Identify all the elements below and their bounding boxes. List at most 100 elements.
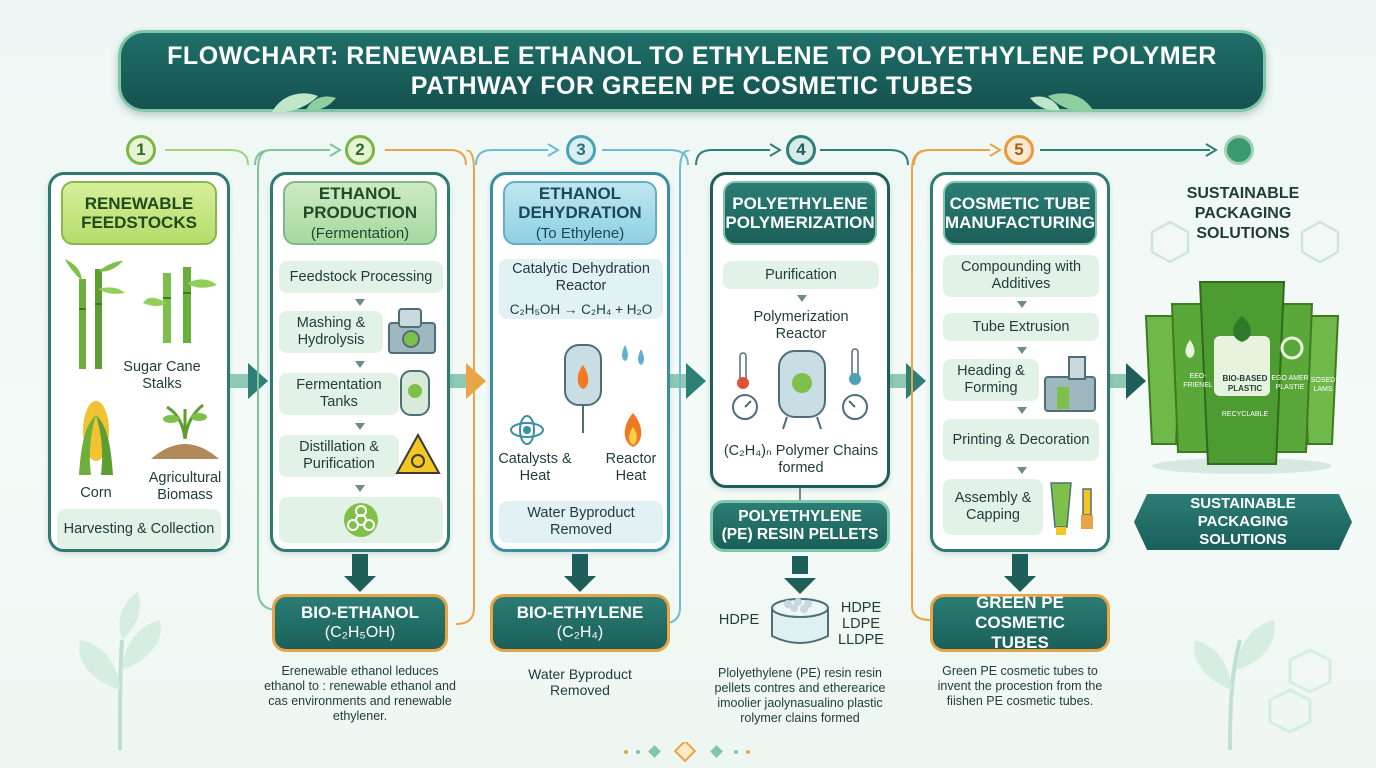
- bio-ethanol-caption: Erenewable ethanol leduces ethanol to : …: [264, 664, 456, 723]
- stage-1-title: RENEWABLE FEEDSTOCKS: [81, 194, 197, 232]
- biohazard-warning-icon: [395, 433, 441, 474]
- step-number-3: 3: [566, 135, 596, 165]
- bamboo-icon: [143, 267, 217, 343]
- tube-label-1: EEO-FRIENEL: [1183, 373, 1213, 389]
- flame-icon: [624, 413, 642, 447]
- step-number-1: 1: [126, 135, 156, 165]
- stage-2-subtitle: (Fermentation): [310, 224, 410, 242]
- step-number-5: 5: [1004, 135, 1034, 165]
- stage-3-title: ETHANOL DEHYDRATION: [518, 183, 642, 222]
- stage-2-step-2: Mashing & Hydrolysis: [279, 311, 383, 353]
- stage-3-reactor: Catalytic Dehydration Reactor: [512, 260, 650, 294]
- stage-5-step-4: Printing & Decoration: [943, 419, 1099, 461]
- stage-4-title: POLYETHYLENE POLYMERIZATION: [725, 194, 875, 232]
- stage-3-equation: C₂H₅OH → C₂H₄ + H₂O: [509, 301, 653, 317]
- stage-4-header: POLYETHYLENE POLYMERIZATION: [723, 181, 877, 245]
- stage-2-output-arrow: [344, 554, 376, 592]
- stage-5-arrow-4: [1017, 467, 1027, 474]
- pe-grades: HDPE LDPE LLDPE: [836, 600, 886, 648]
- tube-label-5: SOSED LAMS: [1310, 377, 1336, 393]
- biohazard-icon: [344, 503, 378, 537]
- stage-2-step-3: Fermentation Tanks: [279, 373, 399, 415]
- sugarcane-icon: [65, 259, 125, 369]
- bio-ethylene-caption: Water Byproduct Removed: [528, 666, 632, 698]
- corn-label: Corn: [80, 485, 112, 501]
- stage-5-arrow-3: [1017, 407, 1027, 414]
- stage-2-step-4: Distillation & Purification: [279, 435, 399, 477]
- pe-resin-caption: Plolyethylene (PE) resin resin pellets c…: [714, 666, 886, 725]
- extrusion-machine-icon: [1044, 356, 1096, 412]
- resin-pellets-icon: [771, 598, 829, 644]
- final-step-marker: [1224, 135, 1254, 165]
- stage-4-connector: [799, 488, 801, 500]
- stage-2-arrow-4: [355, 485, 365, 492]
- tube-label-3: RECYCLABLE: [1221, 411, 1269, 418]
- title-line-2: PATHWAY FOR GREEN PE COSMETIC TUBES: [410, 72, 974, 100]
- stage-2-step-1: Feedstock Processing: [279, 261, 443, 293]
- fermentation-tank-icon: [400, 370, 430, 416]
- stage-2-arrow-3: [355, 423, 365, 430]
- title-line-1: FLOWCHART: RENEWABLE ETHANOL TO ETHYLENE…: [167, 42, 1217, 70]
- stage-1-card: RENEWABLE FEEDSTOCKS Sugar Cane Stalks C…: [48, 172, 230, 552]
- background-leaves-left: [79, 592, 161, 750]
- title-leaf-icon-left: [272, 93, 336, 113]
- pressure-gauge-icon-right: [842, 394, 868, 420]
- biomass-label: Agricultural Biomass: [148, 470, 222, 503]
- stage-5-arrow-2: [1017, 347, 1027, 354]
- background-leaves-right: [1194, 620, 1332, 750]
- stage-3-card: ETHANOL DEHYDRATION (To Ethylene) Cataly…: [490, 172, 670, 552]
- stage-3-header: ETHANOL DEHYDRATION (To Ethylene): [503, 181, 657, 245]
- step-number-4: 4: [786, 135, 816, 165]
- step-number-2: 2: [345, 135, 375, 165]
- bio-ethanol-box: BIO-ETHANOL (C₂H₅OH): [272, 594, 448, 652]
- stage-5-step-1: Compounding with Additives: [943, 255, 1099, 297]
- green-pe-tubes-caption: Green PE cosmetic tubes to invent the pr…: [937, 664, 1103, 708]
- final-title: SUSTAINABLE PACKAGING SOLUTIONS: [1186, 185, 1300, 242]
- bio-ethanol-title: BIO-ETHANOL: [300, 603, 420, 622]
- stage-2-card: ETHANOL PRODUCTION (Fermentation) Feedst…: [270, 172, 450, 552]
- stage-5-arrow-1: [1017, 301, 1027, 308]
- output-connectors: [257, 150, 931, 625]
- stage-4-arrow-1: [797, 295, 807, 302]
- catalyst-icon: [510, 415, 544, 445]
- bio-ethylene-box: BIO-ETHYLENE (C₂H₄): [490, 594, 670, 652]
- hexagon-deco: [1150, 220, 1340, 264]
- stage-1-header: RENEWABLE FEEDSTOCKS: [61, 181, 217, 245]
- harvest-label: Harvesting & Collection: [57, 509, 221, 549]
- green-tubes-illustration: [1144, 281, 1340, 474]
- stage-3-catalysts: Catalysts & Heat: [498, 451, 572, 484]
- tube-label-4: EGO AMER PLASTIE: [1271, 375, 1309, 391]
- stage-5-output-arrow: [1004, 554, 1036, 592]
- bio-ethanol-formula: (C₂H₅OH): [324, 624, 396, 641]
- arrow-3-4-icon: [686, 363, 706, 399]
- stage-2-title: ETHANOL PRODUCTION: [302, 183, 418, 222]
- stage-5-header: COSMETIC TUBE MANUFACTURING: [943, 181, 1097, 245]
- grade-ldpe: LDPE: [842, 616, 880, 632]
- stage-2-header: ETHANOL PRODUCTION (Fermentation): [283, 181, 437, 245]
- tube-and-cap-icon: [1050, 482, 1093, 535]
- stage-2-arrow-1: [355, 299, 365, 306]
- stage-2-arrow-2: [355, 361, 365, 368]
- stage-4-chains: (C₂H₄)ₙ Polymer Chains formed: [723, 443, 879, 476]
- pe-resin-label: POLYETHYLENE (PE) RESIN PELLETS: [721, 508, 879, 543]
- thermometer-icon-left: [737, 352, 749, 389]
- grade-lldpe: LLDPE: [838, 632, 884, 648]
- stage-3-subtitle: (To Ethylene): [535, 224, 625, 242]
- bio-ethylene-formula: (C₂H₄): [556, 624, 604, 641]
- arrow-2-3-icon: [466, 363, 486, 399]
- pressure-gauge-icon-left: [732, 394, 758, 420]
- bottom-diamond-deco: [624, 742, 750, 762]
- title-leaf-icon-right: [1030, 93, 1094, 113]
- thermometer-icon-right: [849, 348, 861, 385]
- bio-ethylene-title: BIO-ETHYLENE: [516, 603, 644, 622]
- stage-5-title: COSMETIC TUBE MANUFACTURING: [944, 194, 1096, 232]
- stage-4-reactor: Polymerization Reactor: [753, 309, 849, 342]
- stage-5-step-2: Tube Extrusion: [943, 313, 1099, 341]
- final-banner-text: SUSTAINABLE PACKAGING SOLUTIONS: [1190, 495, 1296, 548]
- arrow-5-final-icon: [1126, 363, 1146, 399]
- stage-4-purification: Purification: [723, 261, 879, 289]
- corn-icon: [79, 401, 113, 475]
- biomass-icon: [151, 403, 219, 459]
- stage-5-step-5: Assembly & Capping: [943, 479, 1043, 535]
- stage-4-output-arrow: [784, 556, 816, 594]
